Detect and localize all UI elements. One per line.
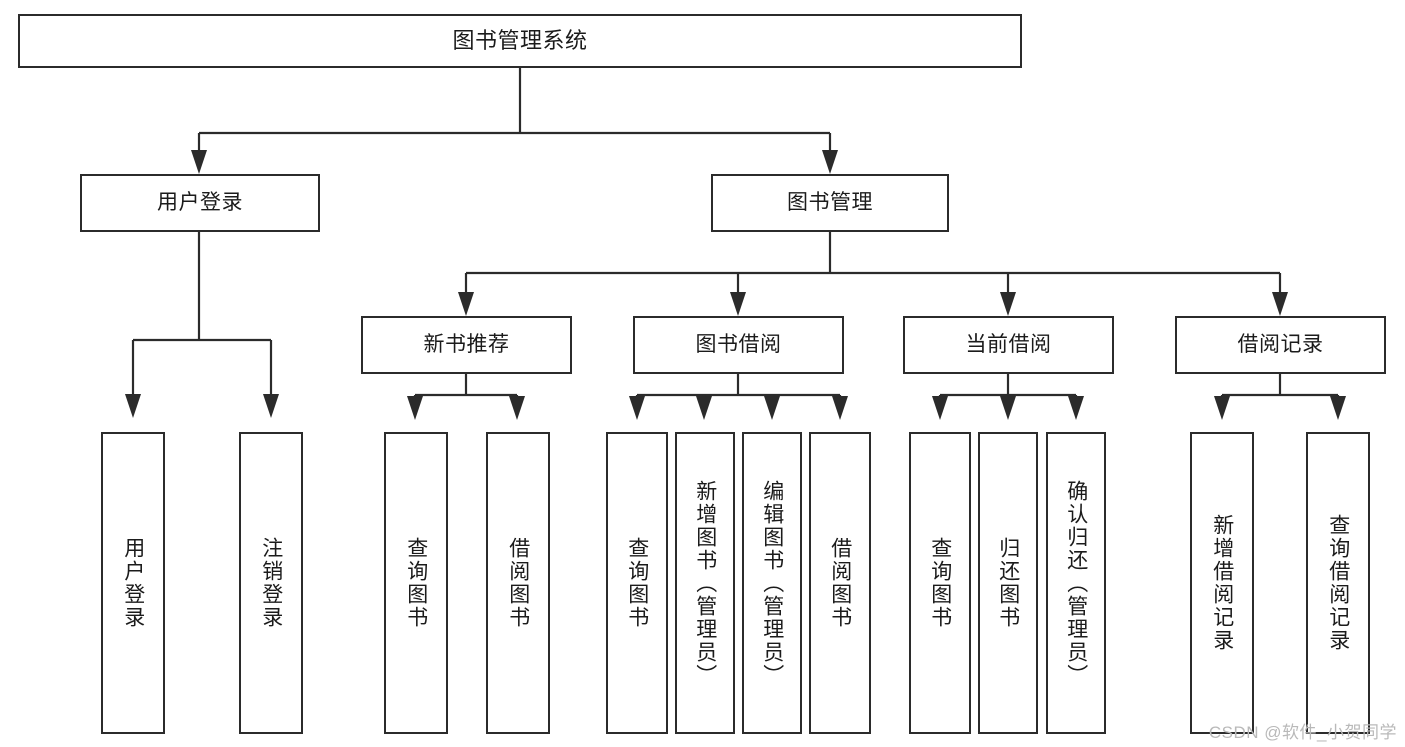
node-label: 确认归还（管理员）: [1064, 479, 1088, 687]
node-book-borrow[interactable]: 图书借阅: [633, 316, 844, 374]
node-label: 用户登录: [121, 537, 145, 629]
leaf-current-borrow-query-book[interactable]: 查询图书: [909, 432, 971, 734]
node-label: 查询借阅记录: [1326, 514, 1350, 652]
node-label: 查询图书: [625, 537, 649, 629]
leaf-current-borrow-confirm-return-admin[interactable]: 确认归还（管理员）: [1046, 432, 1106, 734]
leaf-borrow-record-add-record[interactable]: 新增借阅记录: [1190, 432, 1254, 734]
node-label: 借阅记录: [1237, 332, 1324, 356]
node-label: 新书推荐: [423, 332, 510, 356]
csdn-watermark: CSDN @软件_小贺同学: [1208, 723, 1397, 742]
leaf-new-book-borrow-book[interactable]: 借阅图书: [486, 432, 550, 734]
leaf-book-borrow-add-book-admin[interactable]: 新增图书（管理员）: [675, 432, 735, 734]
node-label: 图书管理: [787, 190, 873, 214]
node-label: 借阅图书: [506, 537, 530, 629]
node-label: 新增图书（管理员）: [693, 479, 717, 687]
node-label: 编辑图书（管理员）: [760, 479, 784, 687]
node-label: 新增借阅记录: [1210, 514, 1234, 652]
node-label: 查询图书: [404, 537, 428, 629]
node-root-book-management-system[interactable]: 图书管理系统: [18, 14, 1022, 68]
leaf-user-login-logout[interactable]: 注销登录: [239, 432, 303, 734]
node-book-management[interactable]: 图书管理: [711, 174, 949, 232]
leaf-book-borrow-edit-book-admin[interactable]: 编辑图书（管理员）: [742, 432, 802, 734]
node-label: 借阅图书: [828, 537, 852, 629]
node-label: 归还图书: [996, 537, 1020, 629]
node-label: 当前借阅: [965, 332, 1052, 356]
node-user-login[interactable]: 用户登录: [80, 174, 320, 232]
leaf-current-borrow-return-book[interactable]: 归还图书: [978, 432, 1038, 734]
leaf-borrow-record-query-record[interactable]: 查询借阅记录: [1306, 432, 1370, 734]
node-new-book-recommend[interactable]: 新书推荐: [361, 316, 572, 374]
leaf-book-borrow-query-book[interactable]: 查询图书: [606, 432, 668, 734]
node-label: 图书管理系统: [452, 28, 588, 54]
leaf-user-login-login[interactable]: 用户登录: [101, 432, 165, 734]
node-label: 查询图书: [928, 537, 952, 629]
node-label: 图书借阅: [695, 332, 782, 356]
node-label: 用户登录: [157, 190, 243, 214]
node-borrow-record[interactable]: 借阅记录: [1175, 316, 1386, 374]
node-label: 注销登录: [259, 537, 283, 629]
leaf-new-book-query-book[interactable]: 查询图书: [384, 432, 448, 734]
leaf-book-borrow-borrow-book[interactable]: 借阅图书: [809, 432, 871, 734]
node-current-borrow[interactable]: 当前借阅: [903, 316, 1114, 374]
